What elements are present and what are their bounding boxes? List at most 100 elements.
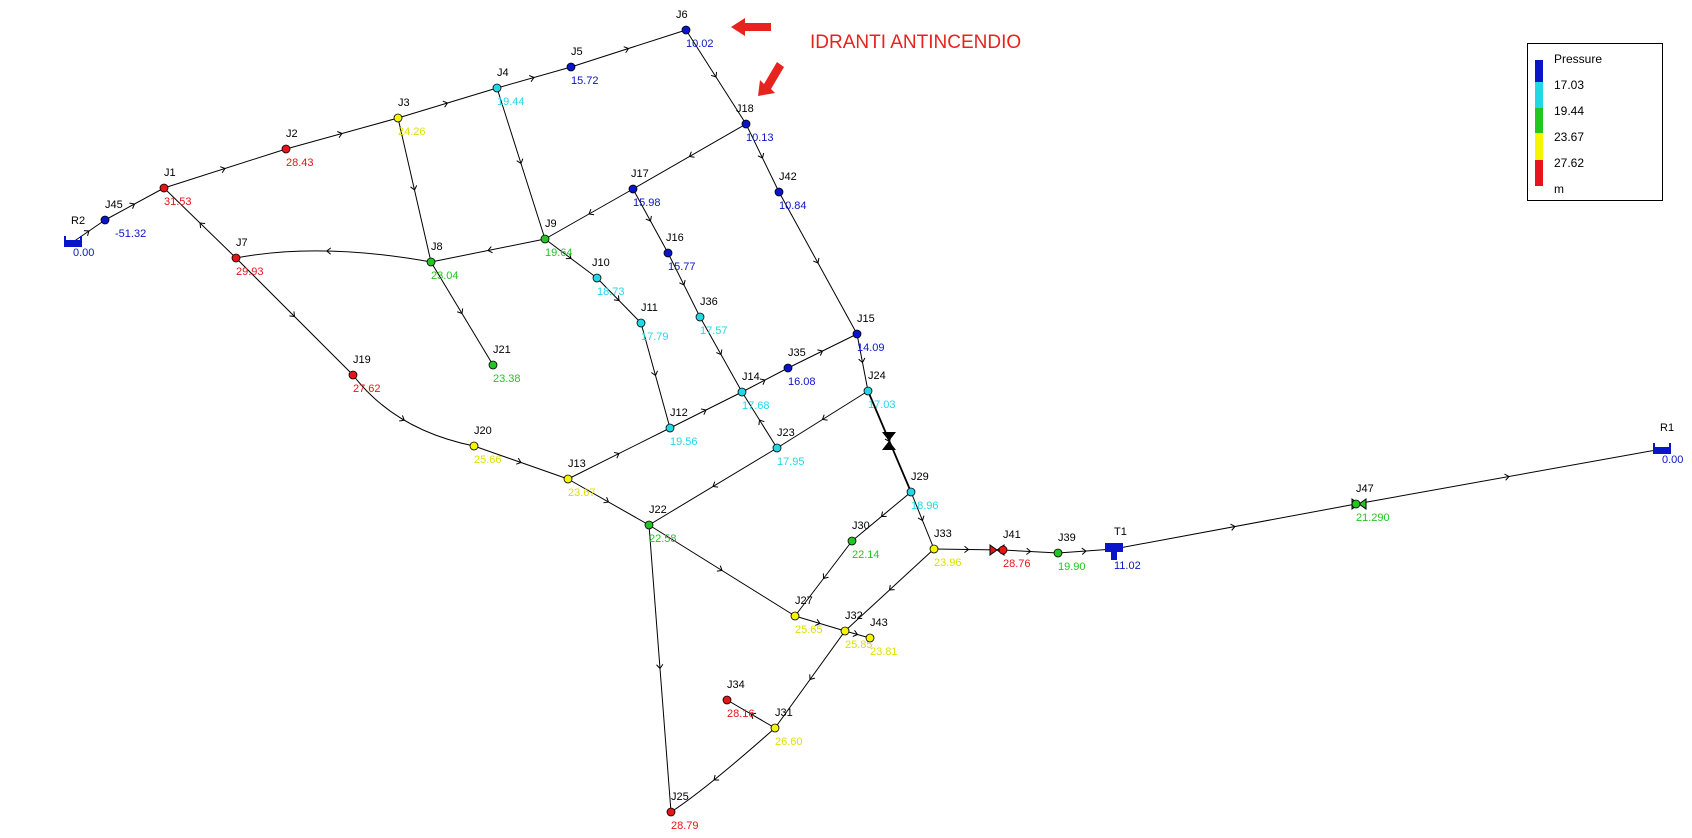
node-marker[interactable] [741,119,751,129]
node-marker[interactable] [681,25,691,35]
node-marker[interactable] [929,544,939,554]
node-marker[interactable] [628,184,638,194]
node-marker[interactable] [644,520,654,530]
node-pressure-label: 31.53 [164,196,192,208]
node-marker[interactable] [840,626,850,636]
reservoir-icon[interactable] [1653,443,1671,454]
node-marker[interactable] [906,487,916,497]
flow-arrow-icon [623,46,630,54]
node-pressure-label: 17.79 [641,331,669,343]
node-marker[interactable] [563,474,573,484]
reservoir-icon[interactable] [64,236,82,247]
node-marker[interactable] [865,633,875,643]
flow-arrow-icon [821,414,828,421]
node-marker[interactable] [998,545,1008,555]
node-marker[interactable] [695,312,705,322]
node-marker[interactable] [100,215,110,225]
node-marker[interactable] [592,273,602,283]
tank-icon[interactable] [1105,543,1123,560]
pump-icon[interactable] [882,432,896,450]
node-marker[interactable] [737,387,747,397]
node-marker[interactable] [281,144,291,154]
node-marker[interactable] [636,318,646,328]
node-marker[interactable] [393,113,403,123]
node-marker[interactable] [540,234,550,244]
flow-arrow-icon [1230,523,1236,531]
node-id-label: J43 [870,617,888,629]
node-marker[interactable] [566,62,576,72]
flow-arrow-icon [809,674,816,681]
node-marker[interactable] [770,723,780,733]
node-marker[interactable] [492,83,502,93]
node-marker[interactable] [231,253,241,263]
node-marker[interactable] [783,363,793,373]
node-marker[interactable] [722,695,732,705]
node-marker[interactable] [863,386,873,396]
hydrant-arrow-icon [758,62,784,96]
node-marker[interactable] [348,370,358,380]
node-id-label: J45 [105,199,123,211]
node-id-label: J35 [788,347,806,359]
reservoir-node[interactable]: R20.00 [64,215,94,259]
node-marker[interactable] [847,536,857,546]
node-marker[interactable] [1053,548,1063,558]
pipe-link[interactable] [235,250,432,263]
junction-node[interactable]: J45-51.32 [100,199,146,240]
node-marker[interactable] [159,183,169,193]
node-marker[interactable] [1351,499,1361,509]
flow-arrow-icon [457,308,464,315]
node-marker[interactable] [469,441,479,451]
node-marker[interactable] [665,423,675,433]
node-marker[interactable] [774,187,784,197]
node-marker[interactable] [666,807,676,817]
node-marker[interactable] [772,443,782,453]
reservoir-node[interactable]: R10.00 [1653,422,1683,466]
node-marker[interactable] [790,611,800,621]
node-marker[interactable] [852,329,862,339]
node-marker[interactable] [663,248,673,258]
node-marker[interactable] [488,360,498,370]
node-marker[interactable] [426,257,436,267]
